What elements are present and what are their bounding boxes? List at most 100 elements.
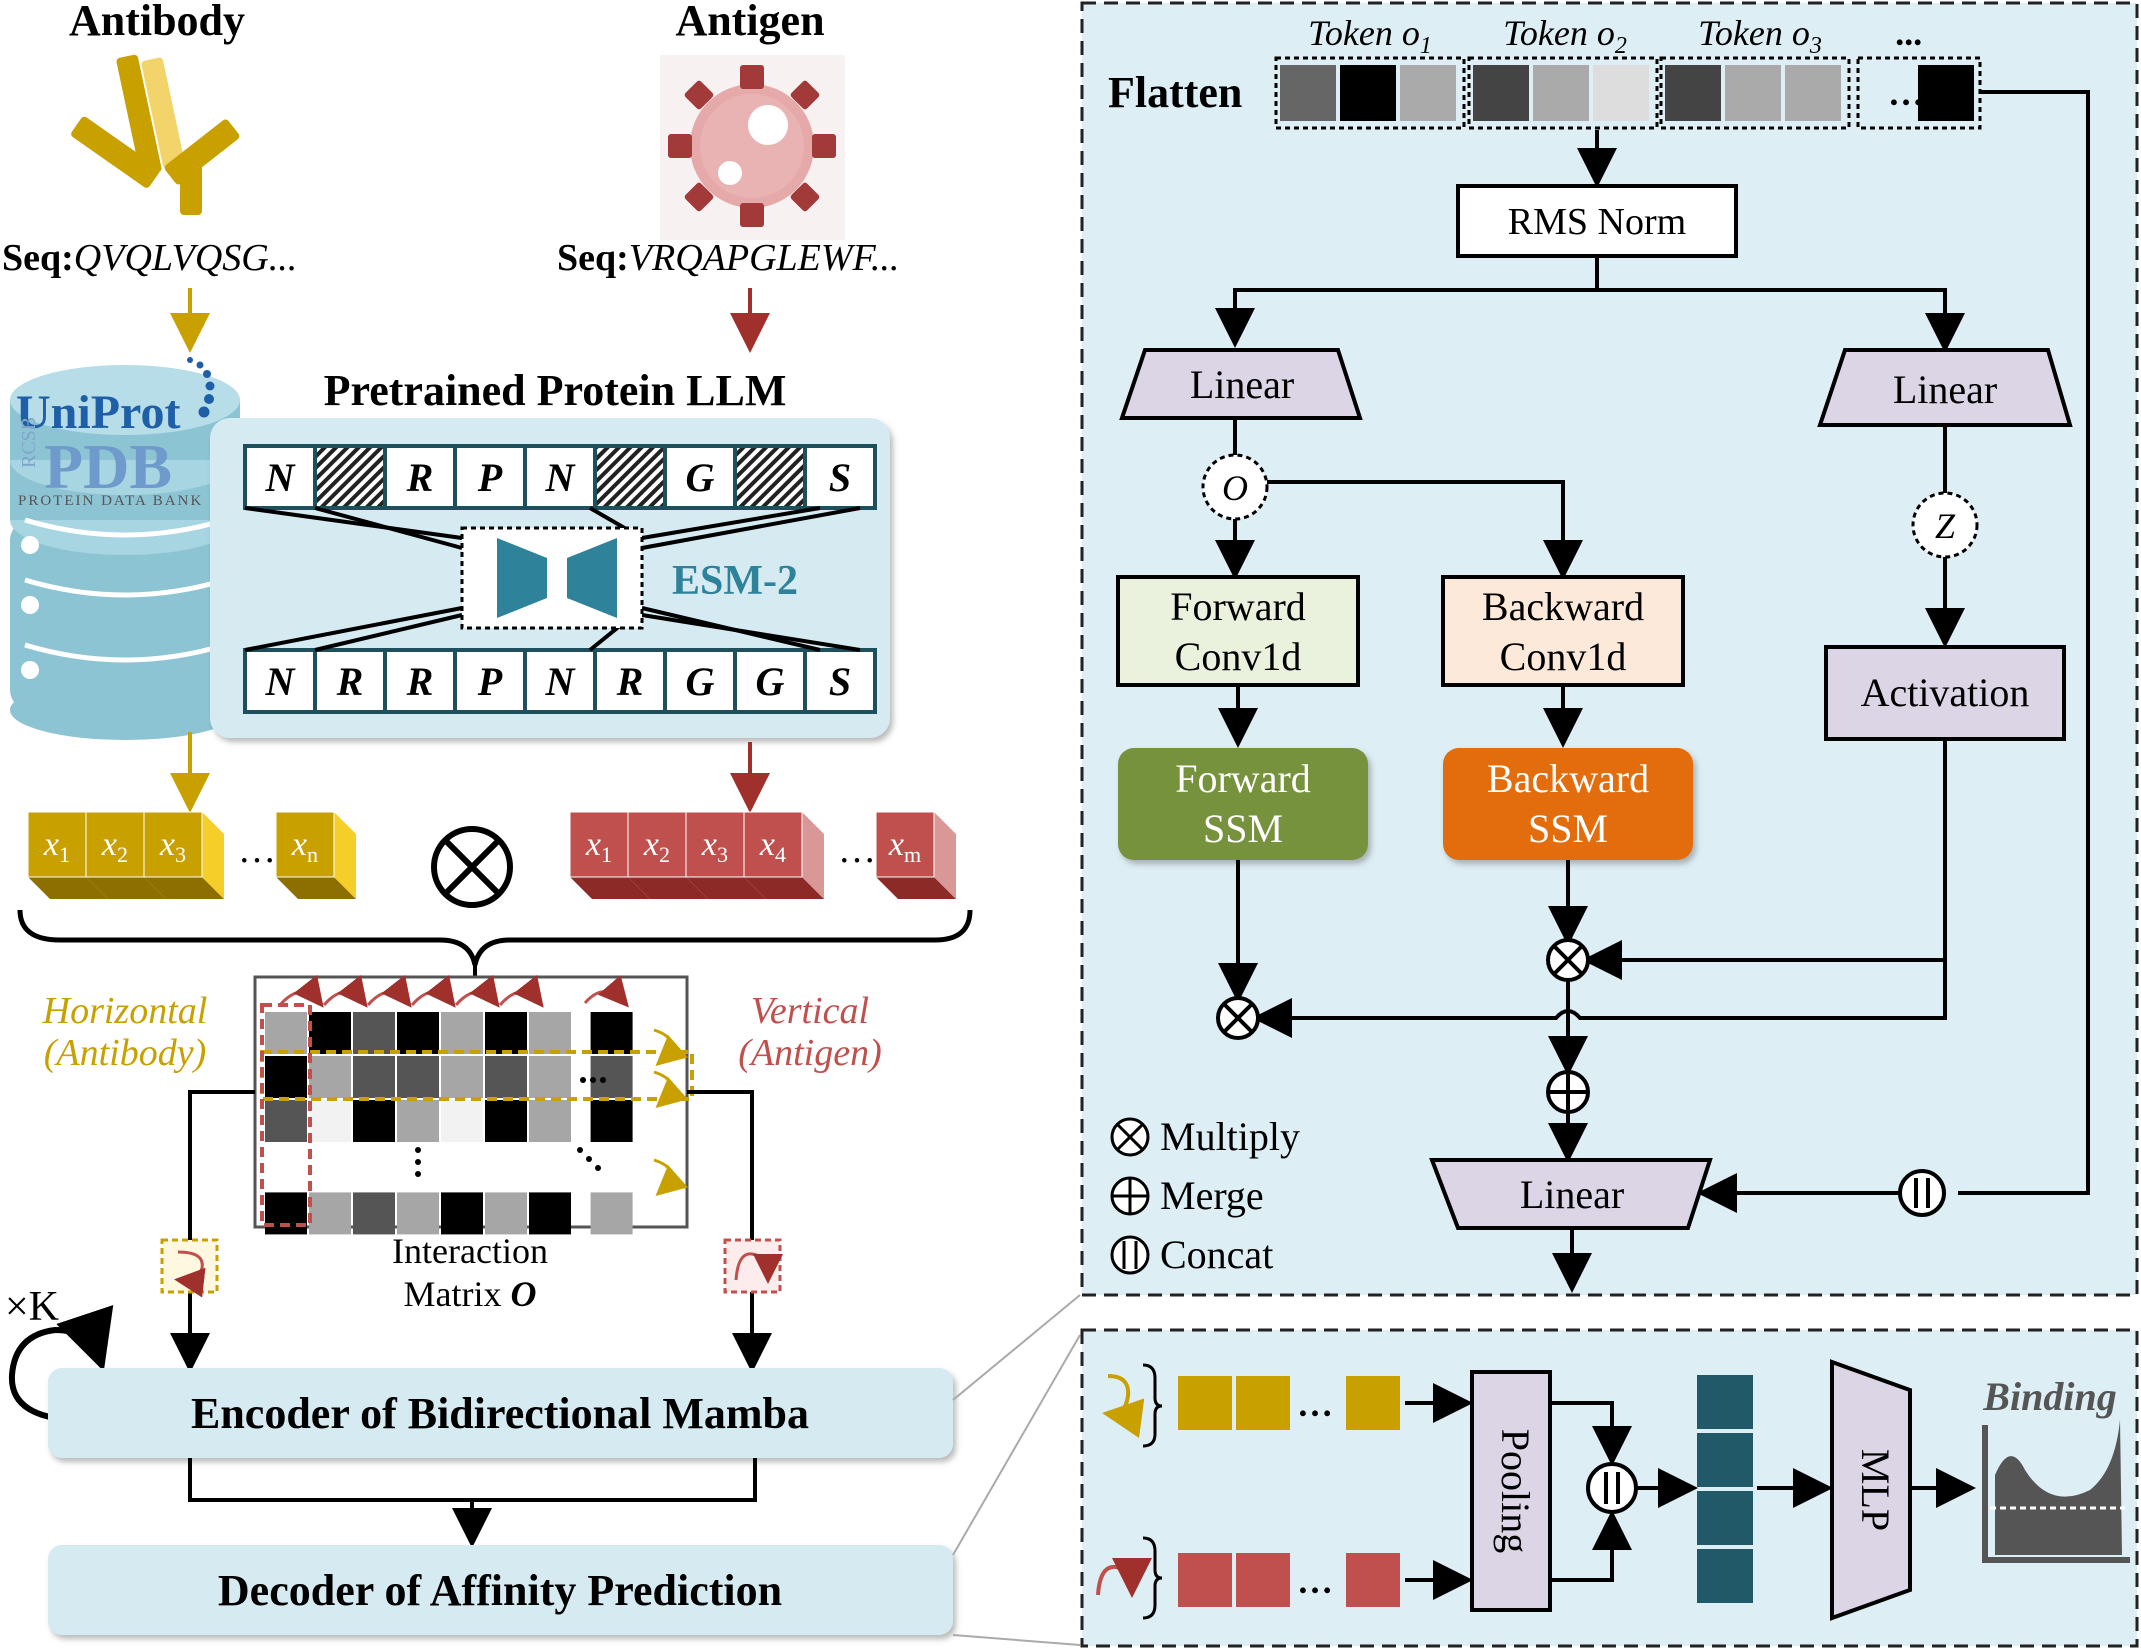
pooling-label: Pooling [1493, 1429, 1538, 1553]
zoom-line-decoder [952, 1634, 1081, 1646]
antibody-cube-label: x2 [101, 826, 128, 867]
bottom-token-label: G [756, 659, 785, 704]
bottom-token-cell [803, 648, 877, 714]
flatten-token-cell [1665, 65, 1721, 121]
antigen-cube-label: x4 [759, 826, 786, 867]
decoder-antibody-cell [1236, 1376, 1290, 1430]
decoder-trapezoid-icon [567, 538, 617, 618]
bottom-token-label: R [616, 659, 644, 704]
flatten-token-cell [1340, 65, 1396, 121]
antigen-seq-value: VRQAPGLEWF... [629, 237, 900, 279]
linear-bottom-label: Linear [1520, 1172, 1624, 1217]
backward-ssm-label-1: Backward [1487, 756, 1649, 801]
vertical-scan-arrow [454, 974, 500, 1008]
backward-conv-label-1: Backward [1482, 584, 1644, 629]
pooling-top-out [1550, 1401, 1632, 1466]
rms-split-right [1597, 288, 1965, 353]
matrix-cell [353, 1012, 395, 1054]
horizontal-sub: (Antibody) [44, 1032, 207, 1074]
antigen-title: Antigen [675, 0, 824, 45]
matrix-cell [441, 1056, 483, 1098]
z-symbol: Z [1935, 506, 1956, 546]
matrix-cell [397, 1100, 439, 1142]
bottom-token-label: N [545, 659, 577, 704]
flatten-token-cell [1918, 65, 1974, 121]
linear-right-label: Linear [1893, 367, 1997, 412]
antibody-title: Antibody [69, 0, 245, 45]
mlp-box [1830, 1359, 1912, 1621]
decoder-ab-scan-icon [1102, 1363, 1163, 1448]
antigen-cube-bottom [686, 877, 766, 899]
antigen-virus-icon [660, 55, 845, 240]
matrix-scan-arrows [278, 974, 688, 1196]
antibody-icon [71, 54, 240, 215]
z-node [1911, 491, 1979, 559]
matrix-cell [353, 1100, 395, 1142]
bottom-token-label: S [829, 659, 851, 704]
matrix-cell [265, 1012, 307, 1054]
matrix-cell [441, 1192, 483, 1235]
concat-node-decoder [1586, 1462, 1638, 1514]
vector-cell [1697, 1491, 1753, 1545]
bottom-token-label: R [406, 659, 434, 704]
top-token-label: R [406, 455, 434, 500]
interaction-matrix-cells [265, 1012, 633, 1235]
legend-multiply [1110, 1117, 1150, 1157]
bottom-token-cell [733, 648, 807, 714]
antigen-cube-front [743, 811, 803, 878]
matrix-cell [529, 1100, 571, 1142]
top-token-label: N [545, 455, 577, 500]
esm-label: ESM-2 [672, 558, 798, 604]
binding-curve-icon [1982, 1420, 2130, 1563]
top-token-cell [243, 444, 317, 510]
matrix-cell [590, 1100, 633, 1142]
antibody-cube-bottom [28, 877, 108, 899]
legend-multiply-label: Multiply [1160, 1114, 1300, 1159]
zoom-line-encoder [952, 1294, 1081, 1401]
flatten-token-group [1467, 56, 1659, 130]
decoder-antigen-ellipsis: … [1297, 1561, 1333, 1601]
horizontal-scan-arrow [653, 1158, 688, 1196]
vector-cell [1697, 1433, 1753, 1487]
pooled-vector [1697, 1375, 1753, 1603]
matrix-cell [441, 1100, 483, 1142]
backward-conv-label-2: Conv1d [1500, 634, 1627, 679]
matrix-caption-line1: Interaction [392, 1231, 548, 1271]
matrix-cell [309, 1100, 351, 1142]
top-token-cell [733, 444, 807, 510]
matrix-cell [309, 1192, 351, 1235]
matrix-left-connector [170, 1090, 255, 1373]
antibody-cube-side [202, 812, 224, 899]
concat-node-right [1898, 1169, 1946, 1217]
top-token-label: G [686, 455, 715, 500]
flatten-token-cell [1725, 65, 1781, 121]
bottom-token-cell [663, 648, 737, 714]
vertical-label: Vertical [751, 990, 869, 1032]
legend-concat-label: Concat [1160, 1232, 1273, 1277]
matrix-ellipses [415, 1077, 606, 1177]
matrix-cell [397, 1192, 439, 1235]
antigen-cube-label: x2 [643, 826, 670, 867]
forward-conv-label-1: Forward [1170, 584, 1306, 629]
decoder-antibody-ellipsis: … [1297, 1384, 1333, 1424]
rms-norm-label: RMS Norm [1508, 201, 1686, 243]
vertical-scan-arrow [322, 974, 368, 1008]
bottom-token-label: R [336, 659, 364, 704]
bottom-token-cell [453, 648, 527, 714]
vector-cell [1697, 1375, 1753, 1429]
antigen-cube-label: xm [888, 826, 921, 867]
backward-conv-box [1441, 575, 1685, 687]
matrix-cell [529, 1012, 571, 1054]
decoder-ag-scan-icon [1096, 1536, 1163, 1620]
token-label: Token o3 [1698, 13, 1822, 59]
flatten-token-cell [1533, 65, 1589, 121]
vertical-scan-arrow [498, 974, 544, 1008]
decoder-antigen-cell [1346, 1553, 1400, 1607]
o-symbol: O [1222, 468, 1248, 508]
vertical-scan-arrow [583, 975, 629, 1008]
uniprot-dots [187, 357, 215, 418]
antibody-cube-label: x3 [159, 826, 186, 867]
decoder-antibody-cell [1346, 1376, 1400, 1430]
forward-conv-label-2: Conv1d [1175, 634, 1302, 679]
